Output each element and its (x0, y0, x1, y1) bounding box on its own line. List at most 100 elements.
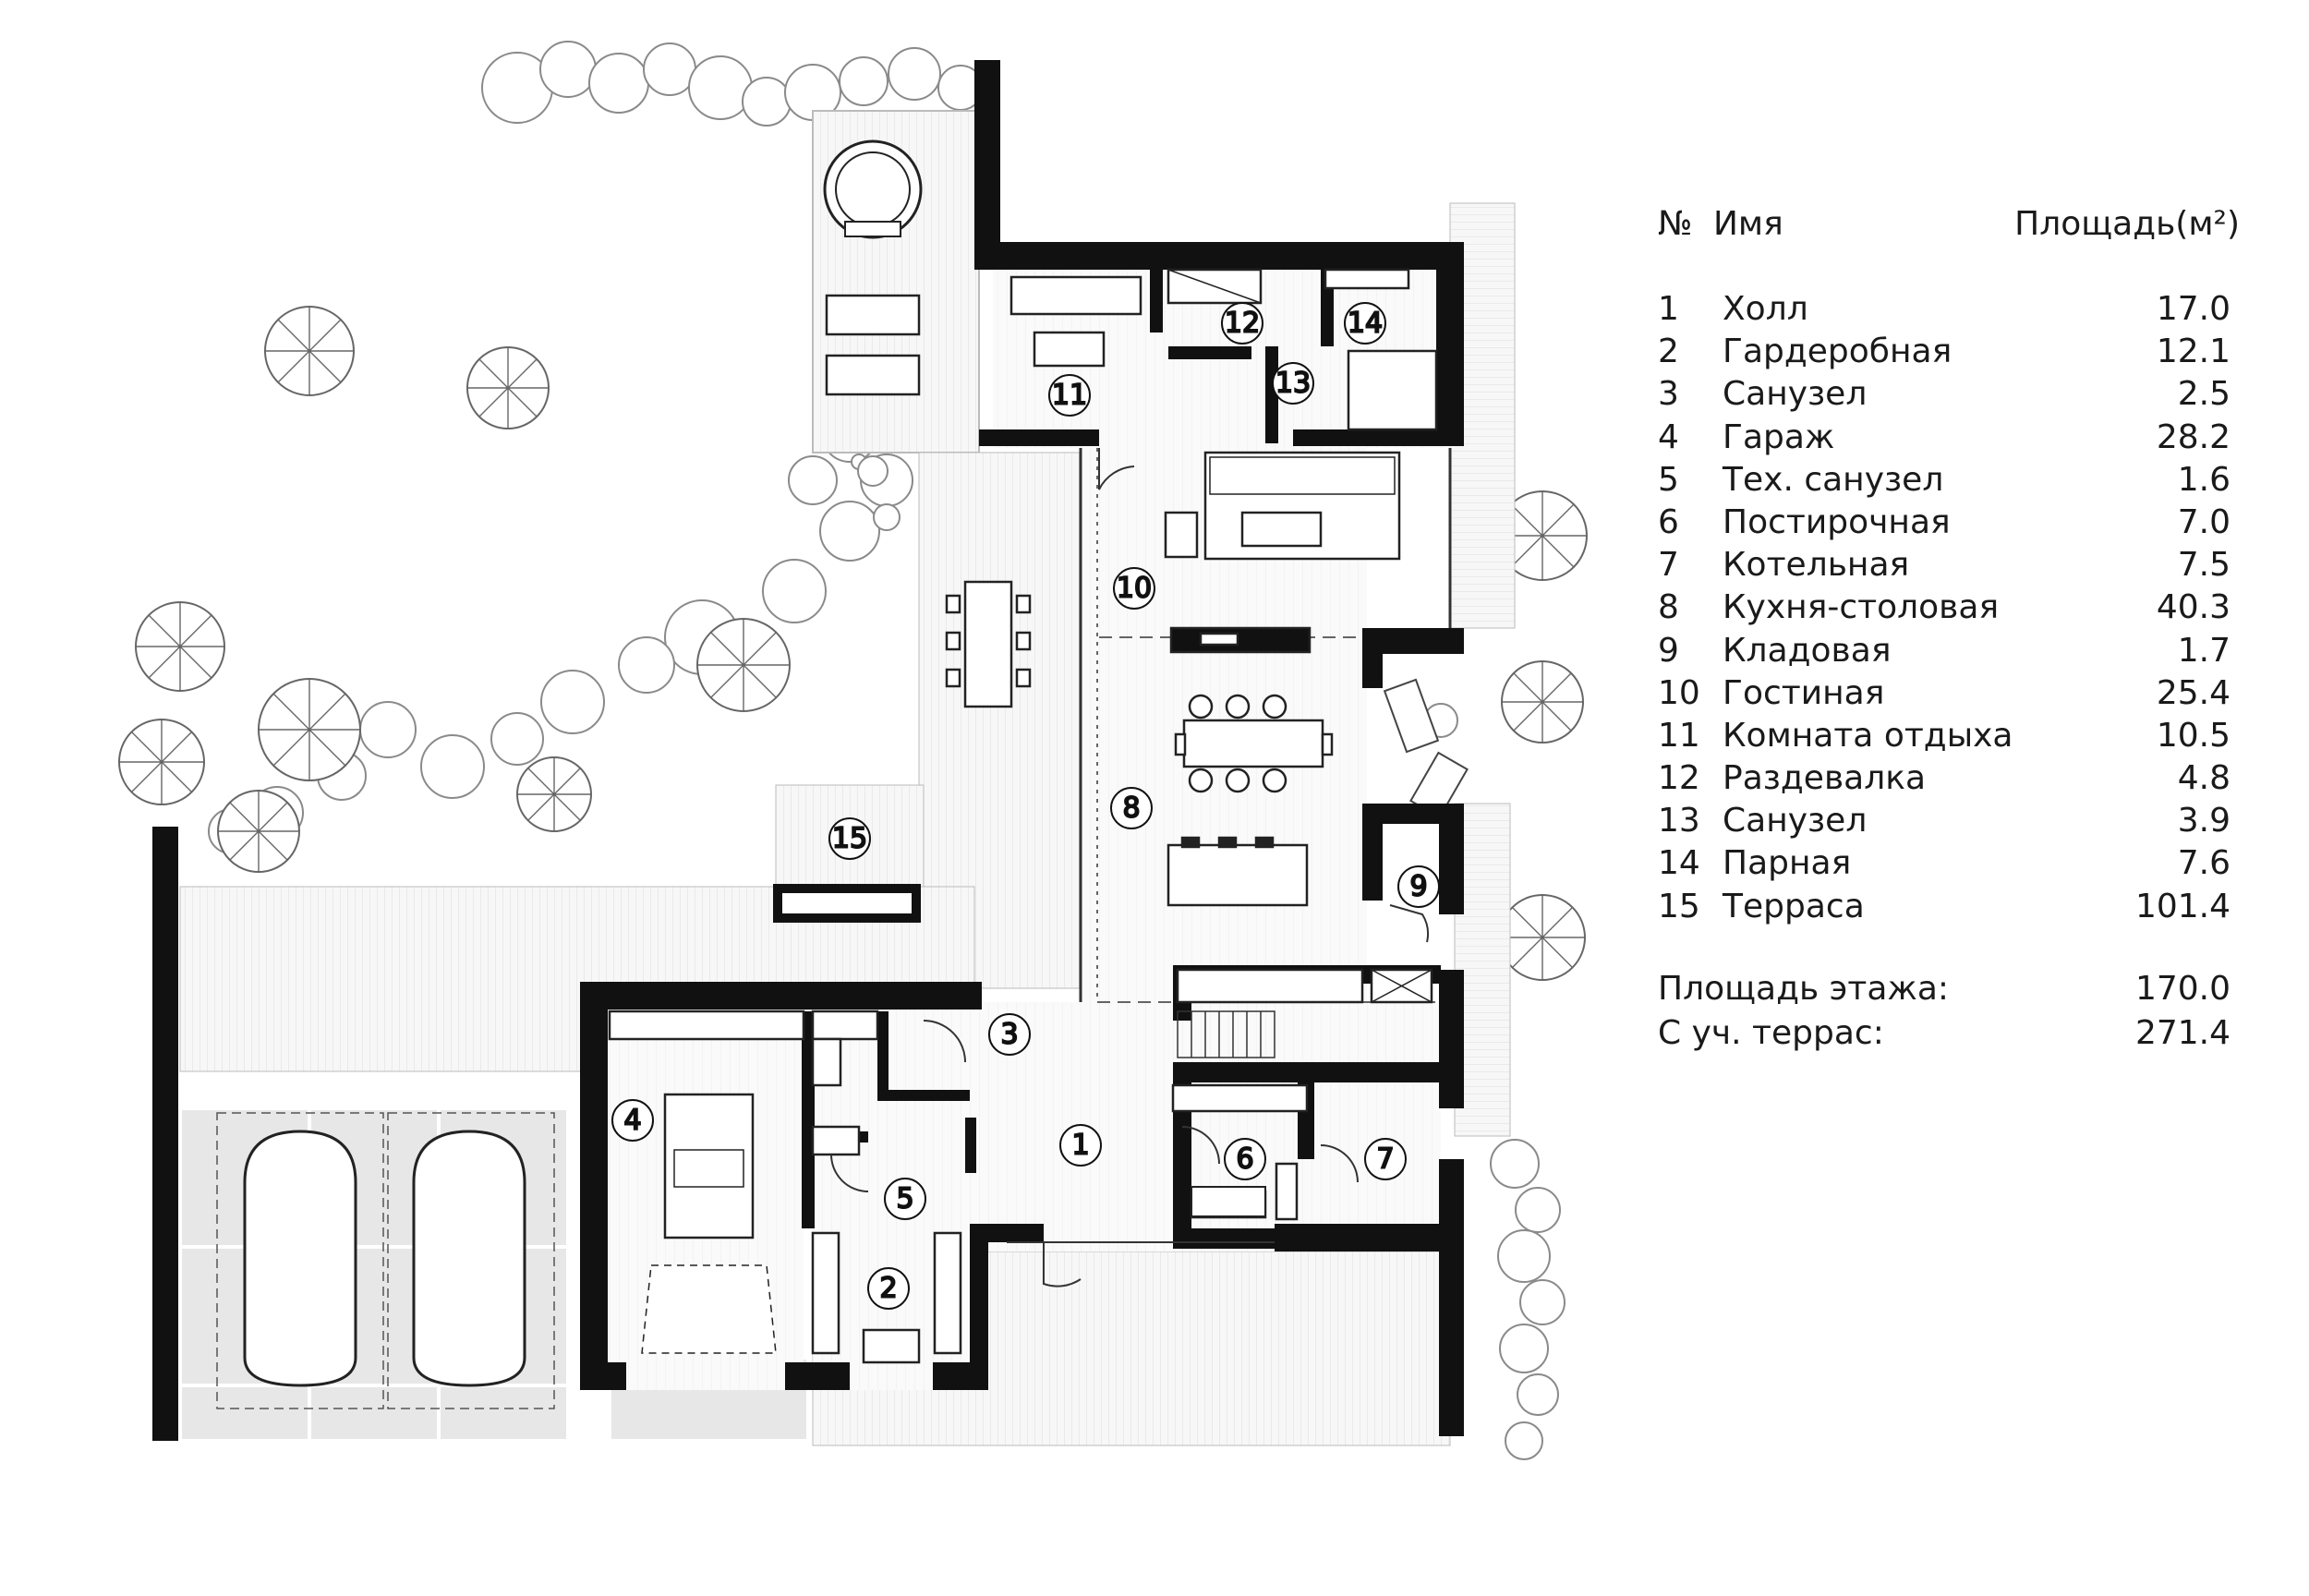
legend-room-no: 1 (1658, 290, 1679, 328)
room-marker-7: 7 (1364, 1138, 1407, 1180)
room-marker-12: 12 (1221, 302, 1263, 345)
legend-room-name: Холл (1723, 290, 1808, 328)
stair (1177, 1010, 1275, 1058)
legend-room-area: 1.7 (2177, 631, 2230, 670)
room-marker-11: 11 (1048, 374, 1091, 417)
legend-room-area: 2.5 (2177, 375, 2230, 414)
tree-11 (1501, 660, 1584, 744)
legend-room-name: Кладовая (1723, 631, 1892, 670)
legend-room-area: 7.6 (2177, 844, 2230, 883)
legend-room-name: Терраса (1723, 887, 1865, 925)
room-marker-9: 9 (1397, 865, 1440, 908)
room-marker-3: 3 (988, 1013, 1031, 1056)
legend-room-area: 4.8 (2177, 759, 2230, 798)
legend-room-area: 1.6 (2177, 460, 2230, 499)
room-marker-4: 4 (611, 1099, 654, 1142)
legend-room-no: 14 (1658, 844, 1700, 883)
total-floor-row: Площадь этажа: 170.0 (1658, 967, 2230, 1011)
east-loungers (1383, 678, 1469, 819)
tree-1 (264, 306, 355, 396)
svg-text:10: 10 (1117, 573, 1152, 605)
kitchen-island (1167, 836, 1309, 907)
legend-room-no: 7 (1658, 546, 1679, 585)
legend-room-no: 5 (1658, 460, 1679, 499)
legend-room-area: 10.5 (2156, 716, 2230, 755)
legend-room-area: 3.9 (2177, 802, 2230, 840)
legend-row: 14 Парная 7.6 (1658, 842, 2230, 885)
total-floor-value: 170.0 (2134, 969, 2230, 1008)
svg-text:9: 9 (1409, 871, 1427, 903)
room-marker-2: 2 (867, 1267, 910, 1310)
legend-room-no: 11 (1658, 716, 1700, 755)
room-marker-14: 14 (1344, 302, 1386, 345)
room-marker-13: 13 (1272, 362, 1314, 405)
legend-room-name: Кухня-столовая (1723, 588, 2000, 627)
legend-room-name: Котельная (1723, 546, 1910, 585)
tree-8 (516, 756, 592, 832)
tree-2 (466, 346, 550, 429)
glazing (1007, 448, 1452, 1243)
legend-room-name: Гостиная (1723, 673, 1885, 712)
legend-room-name: Санузел (1723, 375, 1868, 414)
legend-room-no: 2 (1658, 332, 1679, 371)
total-floor-label: Площадь этажа: (1658, 969, 1950, 1008)
legend-room-area: 7.5 (2177, 546, 2230, 585)
svg-text:5: 5 (896, 1183, 913, 1215)
living-furniture (1164, 451, 1401, 654)
dining-furniture (1174, 694, 1334, 793)
hot-tub (823, 139, 923, 239)
outdoor-dining (945, 580, 1032, 708)
legend-room-area: 17.0 (2156, 290, 2230, 328)
laundry-machine (1191, 1186, 1266, 1217)
walls (152, 60, 1464, 1441)
tree-5 (118, 719, 205, 805)
legend-room-area: 28.2 (2156, 417, 2230, 456)
legend-room-no: 13 (1658, 802, 1700, 840)
legend-row: 12 Раздевалка 4.8 (1658, 757, 2230, 800)
svg-text:12: 12 (1225, 308, 1260, 340)
legend-room-name: Комната отдыха (1723, 716, 2013, 755)
legend-room-area: 25.4 (2156, 673, 2230, 712)
cars (243, 1130, 526, 1387)
legend-room-name: Парная (1723, 844, 1852, 883)
legend-header-name: Имя (1713, 205, 1783, 243)
doors (830, 448, 1429, 1288)
parking-bays (216, 1112, 555, 1409)
legend-header: № Имя Площадь(м²) (1658, 205, 2240, 249)
legend-room-area: 7.0 (2177, 502, 2230, 541)
svg-text:1: 1 (1071, 1130, 1089, 1162)
legend-totals: Площадь этажа: 170.0 С уч. террас: 271.4 (1658, 967, 2230, 1056)
tree-4 (258, 678, 361, 781)
tree-12 (1499, 894, 1586, 981)
tree-10 (1497, 490, 1588, 581)
room-marker-6: 6 (1224, 1138, 1266, 1180)
wardrobe-bench (862, 1328, 921, 1364)
legend-room-name: Раздевалка (1723, 759, 1927, 798)
svg-text:2: 2 (879, 1273, 897, 1305)
trees (118, 306, 1588, 981)
legend-row: 11 Комната отдыха 10.5 (1658, 715, 2230, 757)
legend-row: 13 Санузел 3.9 (1658, 800, 2230, 842)
legend-row: 1 Холл 17.0 (1658, 288, 2230, 331)
svg-text:7: 7 (1376, 1143, 1394, 1176)
legend-room-no: 15 (1658, 887, 1700, 925)
svg-text:15: 15 (832, 823, 867, 855)
tree-6 (217, 790, 300, 873)
legend-room-no: 12 (1658, 759, 1700, 798)
loungers (825, 294, 921, 396)
legend-room-name: Постирочная (1723, 502, 1951, 541)
svg-text:14: 14 (1348, 308, 1383, 340)
garage-cabinets (608, 1010, 1309, 1355)
svg-text:4: 4 (623, 1105, 641, 1137)
rest-room-furniture (1009, 268, 1438, 431)
garage-car (641, 1093, 777, 1354)
svg-text:8: 8 (1122, 792, 1140, 825)
legend-room-name: Санузел (1723, 802, 1868, 840)
